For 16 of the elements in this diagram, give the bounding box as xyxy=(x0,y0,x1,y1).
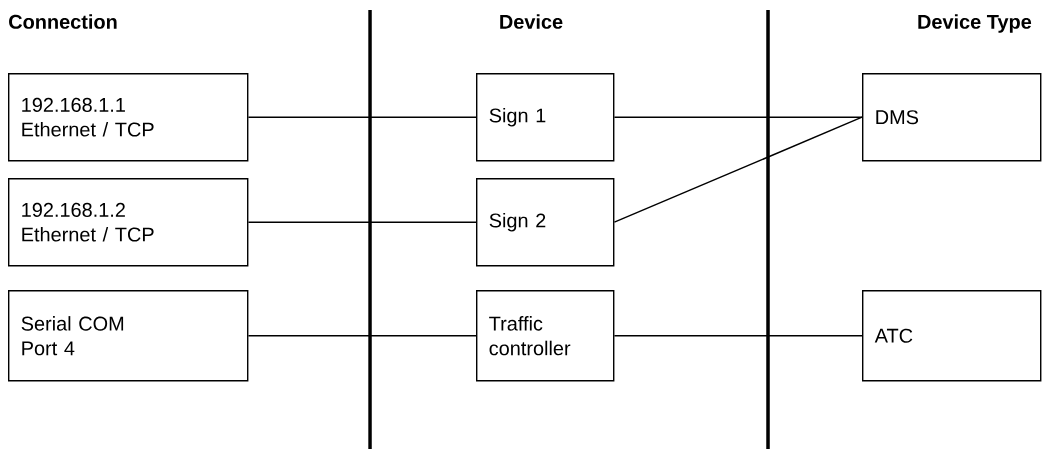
connector-line xyxy=(247,335,477,337)
label-box: ATC xyxy=(862,290,1042,382)
connector-line xyxy=(247,221,477,223)
column-heading: Device Type xyxy=(918,14,1032,33)
label-box: Sign 2 xyxy=(476,178,615,267)
connector-line xyxy=(613,116,863,223)
label-box: Sign 1 xyxy=(476,73,615,162)
label-box: DMS xyxy=(862,73,1042,162)
label-box: 192.168.1.1 Ethernet / TCP xyxy=(8,73,249,162)
connector-line xyxy=(247,116,477,118)
label-box: Traffic controller xyxy=(476,290,615,382)
column-heading: Device xyxy=(500,14,563,29)
label-box: 192.168.1.2 Ethernet / TCP xyxy=(8,178,249,267)
column-heading: Connection xyxy=(9,14,117,29)
connector-line xyxy=(613,335,863,337)
label-box: Serial COM Port 4 xyxy=(8,290,249,382)
